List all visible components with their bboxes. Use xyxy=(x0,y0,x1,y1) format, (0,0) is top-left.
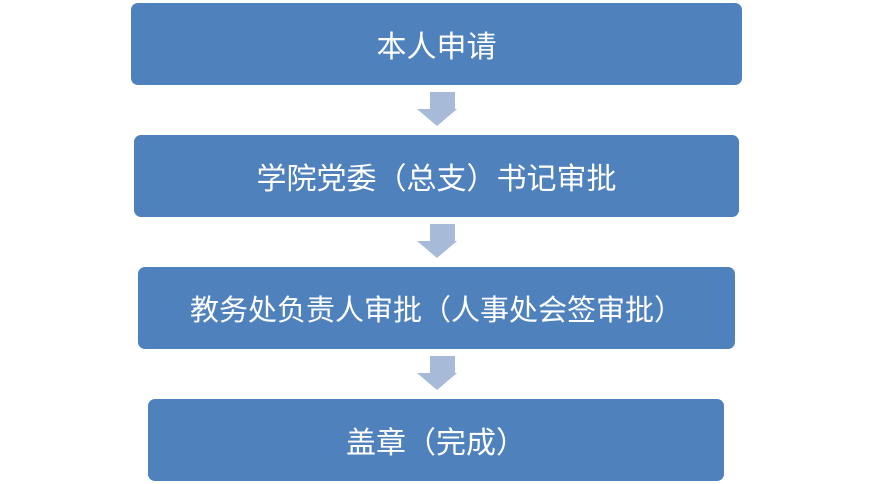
step-3-label: 教务处负责人审批（人事处会签审批） xyxy=(189,293,683,327)
arrow-down-icon xyxy=(417,356,457,390)
step-2-label: 学院党委（总支）书记审批 xyxy=(256,162,617,197)
arrow-down-icon xyxy=(417,224,457,258)
step-3-box: 教务处负责人审批（人事处会签审批） xyxy=(138,267,735,349)
step-4-box: 盖章（完成） xyxy=(148,399,724,481)
step-4-label: 盖章（完成） xyxy=(346,426,526,461)
arrow-down-icon xyxy=(417,92,457,126)
step-2-box: 学院党委（总支）书记审批 xyxy=(134,135,739,217)
step-1-label: 本人申请 xyxy=(376,30,497,65)
step-1-box: 本人申请 xyxy=(131,3,742,85)
